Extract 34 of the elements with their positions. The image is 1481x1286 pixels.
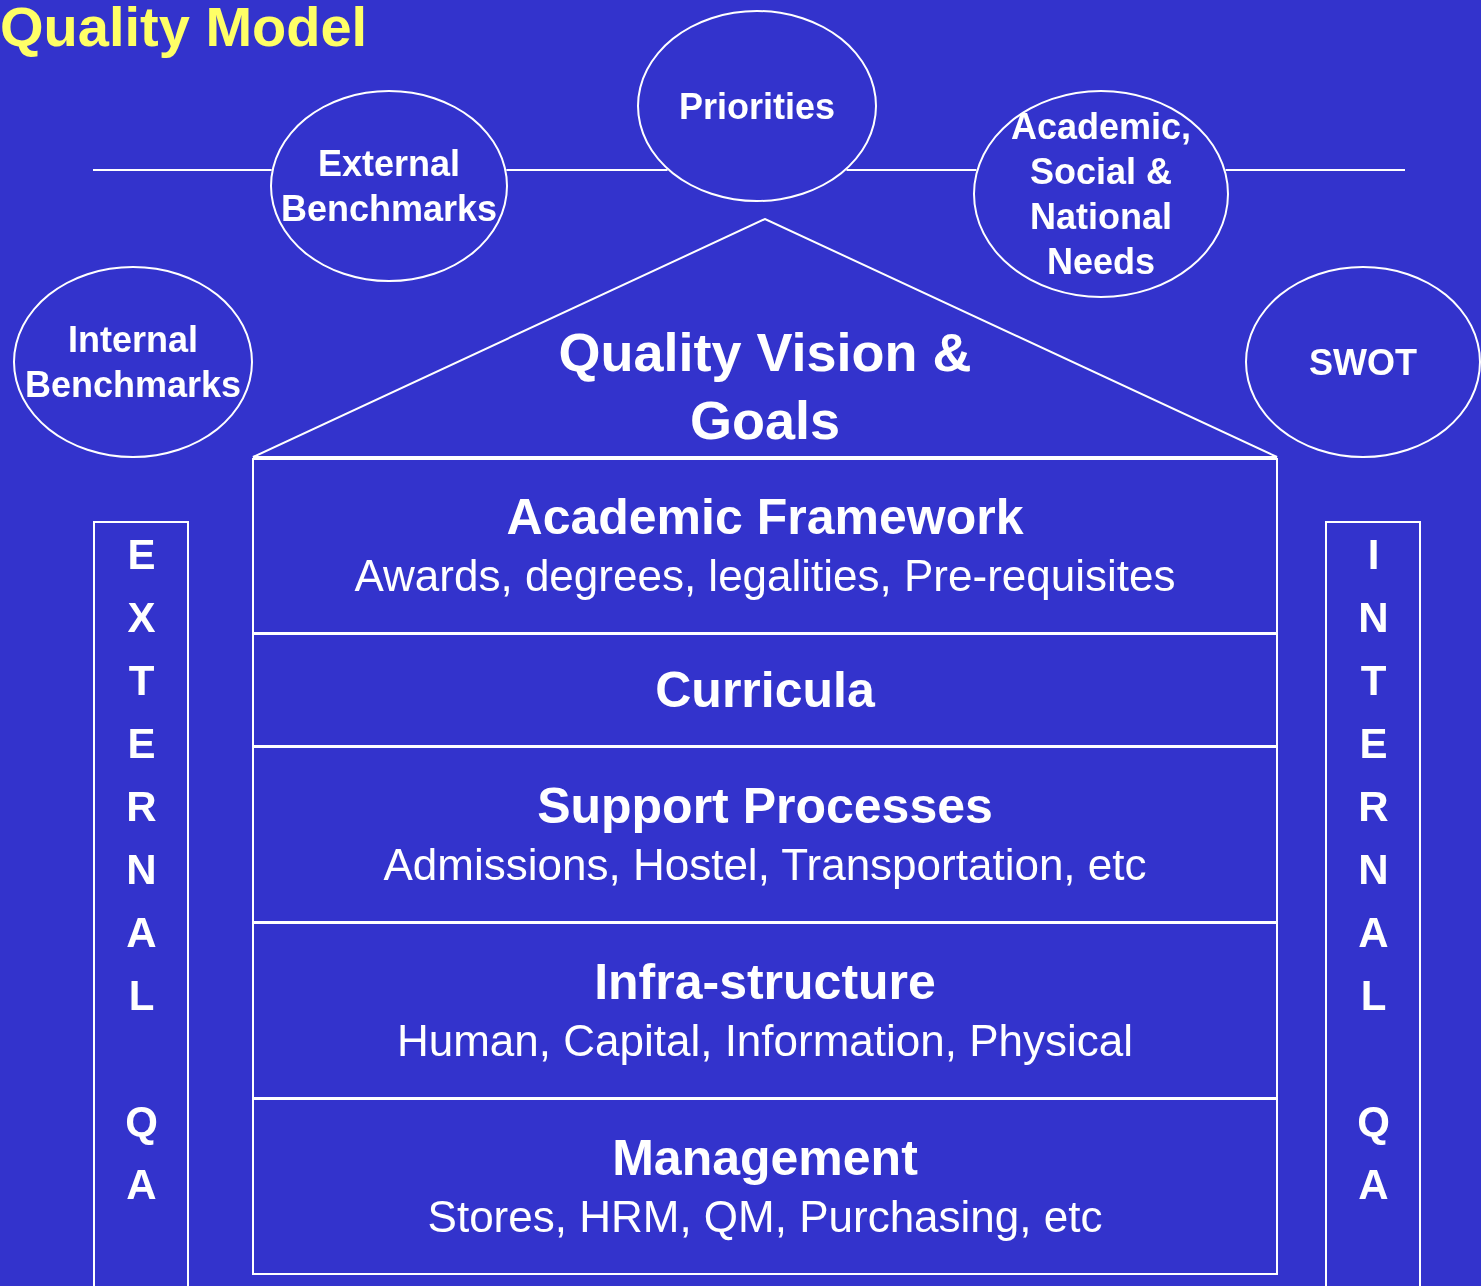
node-subtitle: Stores, HRM, QM, Purchasing, etc <box>427 1190 1103 1243</box>
node-subtitle: Awards, degrees, legalities, Pre-requisites <box>354 550 1176 603</box>
connector-line <box>92 169 273 171</box>
node-title: Academic Framework <box>506 488 1024 548</box>
connector-line <box>505 169 669 171</box>
node-title: Curricula <box>655 661 875 720</box>
ellipse-node <box>270 90 508 282</box>
pillar-box <box>93 521 189 1286</box>
node-subtitle: Human, Capital, Information, Physical <box>396 1014 1134 1067</box>
node-title: Quality Vision & Goals <box>557 321 973 452</box>
node-title: Support Processes <box>537 776 993 836</box>
node-title: Infra-structure <box>594 952 936 1012</box>
connector-line <box>845 169 978 171</box>
node-subtitle: Admissions, Hostel, Transportation, etc <box>383 838 1147 891</box>
node-title: Priorities <box>678 84 836 129</box>
connector-line <box>1224 169 1406 171</box>
node-title: SWOT <box>1309 340 1417 385</box>
ellipse-node <box>637 10 877 202</box>
node-title: Academic, Social & National Needs <box>1009 105 1193 284</box>
layer-box <box>252 922 1278 1099</box>
diagram-title: Quality Model <box>0 0 368 59</box>
vertical-label: INTERNAL QA <box>1349 531 1397 1224</box>
ellipse-node <box>13 266 253 458</box>
layer-box <box>252 633 1278 747</box>
node-title: Internal Benchmarks <box>23 318 243 407</box>
node-title: External Benchmarks <box>279 142 499 231</box>
vertical-label: EXTERNAL QA <box>117 531 165 1224</box>
layer-box <box>252 458 1278 634</box>
ellipse-node <box>1245 266 1481 458</box>
ellipse-node <box>973 90 1229 298</box>
layer-box <box>252 1098 1278 1275</box>
pillar-box <box>1325 521 1421 1286</box>
node-title: Management <box>612 1128 918 1188</box>
layer-box <box>252 746 1278 923</box>
